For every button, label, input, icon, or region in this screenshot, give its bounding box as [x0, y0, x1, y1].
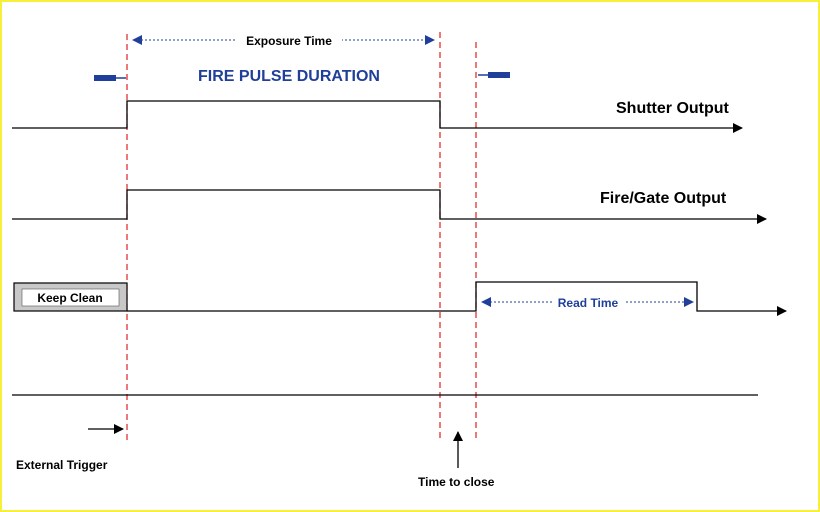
- keep-clean-label-bg: [21, 288, 120, 307]
- shutter-output-waveform: [12, 100, 743, 133]
- fire-pulse-duration-title: FIRE PULSE DURATION: [198, 68, 380, 85]
- keep-clean-label: Keep Clean: [37, 291, 102, 305]
- external-trigger-label: External Trigger: [16, 458, 108, 472]
- left-tab-marker: [94, 75, 126, 81]
- read-time-label: Read Time: [558, 296, 619, 310]
- time-to-close-label: Time to close: [418, 475, 495, 489]
- fire-gate-output-label: Fire/Gate Output: [600, 190, 727, 207]
- readout-waveform: [127, 281, 787, 316]
- exposure-time-label: Exposure Time: [246, 34, 332, 48]
- fire-gate-output-waveform: [12, 189, 767, 224]
- exposure-time-label-bg: [236, 32, 342, 48]
- right-tab-marker: [478, 72, 510, 78]
- shutter-output-label: Shutter Output: [616, 100, 730, 117]
- read-time-label-bg: [552, 294, 624, 310]
